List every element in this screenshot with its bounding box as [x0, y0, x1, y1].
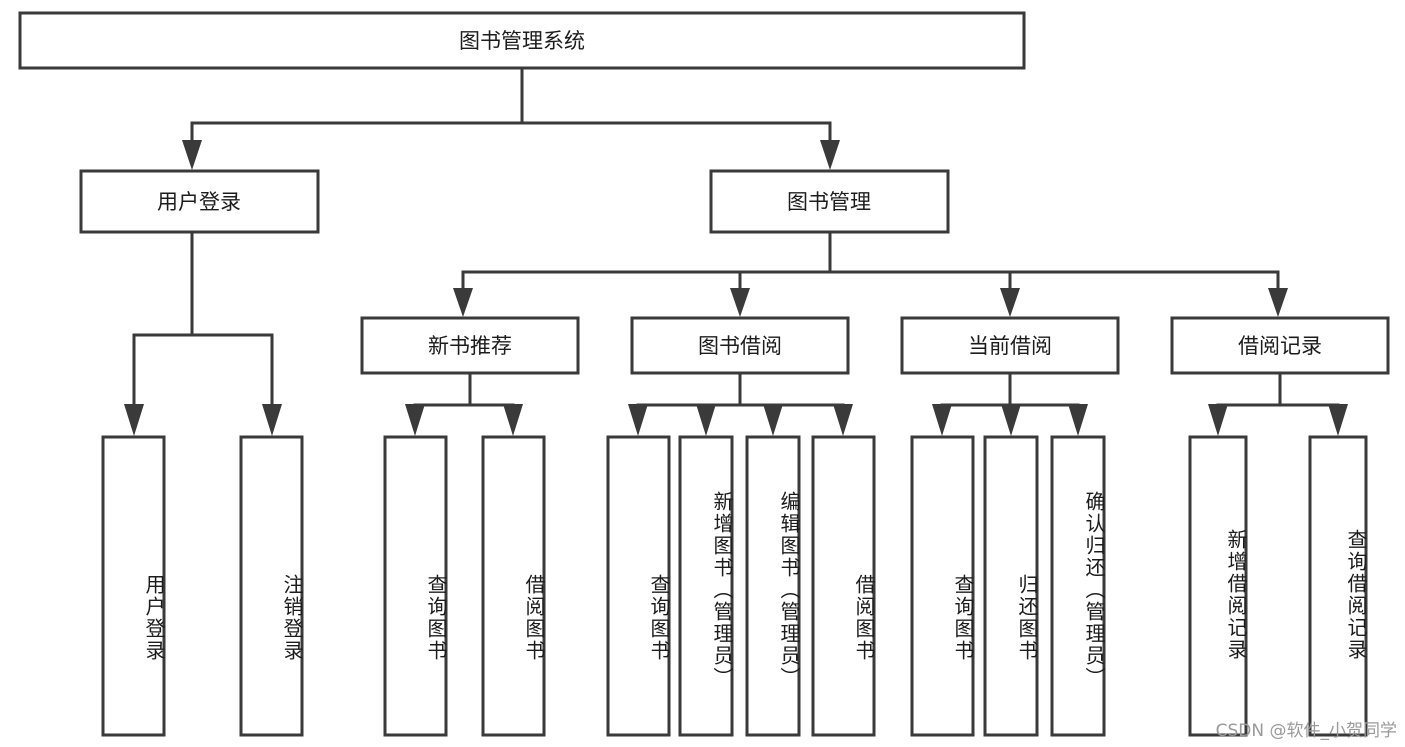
- arrow-bookborrow-leaf-2: [696, 404, 716, 436]
- arrow-bookborrow-leaf-4: [833, 404, 853, 436]
- node-current-borrow[interactable]: 当前借阅: [900, 316, 1120, 375]
- connector-group-borrowrecord: [1208, 371, 1348, 436]
- arrow-root-to-bookmanage: [820, 140, 840, 170]
- leaf-edit-book-box[interactable]: [745, 435, 801, 737]
- leaf-query-book-3-box[interactable]: [910, 435, 975, 737]
- leaf-query-book-1-box[interactable]: [383, 435, 448, 737]
- leaf-query-book-2-box[interactable]: [606, 435, 671, 737]
- book-manage-box[interactable]: [709, 169, 950, 234]
- user-login-label: 用户登录: [157, 190, 241, 214]
- root-label: 图书管理系统: [459, 29, 585, 53]
- arrow-currentborrow-leaf-1: [932, 404, 952, 436]
- leaf-user-login-box[interactable]: [101, 435, 166, 737]
- node-book-borrow[interactable]: 图书借阅: [630, 316, 850, 375]
- root-box[interactable]: [18, 11, 1026, 70]
- book-manage-label: 图书管理: [787, 190, 871, 214]
- connector-group-userlogin: [124, 230, 282, 436]
- arrow-bookmanage-book-borrow: [730, 288, 750, 317]
- arrow-currentborrow-leaf-2: [1001, 404, 1021, 436]
- arrow-currentborrow-leaf-3: [1068, 404, 1088, 436]
- connector-group-newbookrec: [405, 371, 523, 436]
- leaf-borrow-book-2-box[interactable]: [811, 435, 876, 737]
- node-new-book-rec[interactable]: 新书推荐: [360, 316, 580, 375]
- leaf-boxes: [101, 435, 1368, 737]
- arrow-newbookrec-leaf-1: [405, 404, 425, 436]
- leaf-add-record-box[interactable]: [1188, 435, 1248, 737]
- leaf-user-logout-box[interactable]: [239, 435, 304, 737]
- csdn-watermark: CSDN @软件_小贺同学: [1215, 721, 1397, 741]
- arrow-bookmanage-new-book-rec: [453, 288, 473, 317]
- connector-group-root: [182, 66, 840, 170]
- arrow-borrowrecord-leaf-1: [1208, 404, 1228, 436]
- leaf-confirm-return-box[interactable]: [1050, 435, 1106, 737]
- arrow-userlogin-leaf-1: [124, 404, 144, 436]
- node-user-login[interactable]: 用户登录: [79, 169, 320, 234]
- arrow-borrowrecord-leaf-2: [1328, 404, 1348, 436]
- node-root[interactable]: 图书管理系统: [18, 11, 1026, 70]
- leaf-add-book-box[interactable]: [678, 435, 734, 737]
- arrow-bookmanage-borrow-record: [1268, 288, 1288, 317]
- connector-group-currentborrow: [932, 371, 1088, 436]
- node-borrow-record[interactable]: 借阅记录: [1170, 316, 1390, 375]
- book-borrow-label: 图书借阅: [698, 334, 782, 358]
- new-book-rec-label: 新书推荐: [428, 334, 512, 358]
- connector-group-bookborrow: [628, 371, 853, 436]
- arrow-newbookrec-leaf-2: [503, 404, 523, 436]
- leaf-query-record-box[interactable]: [1308, 435, 1368, 737]
- connector-group-bookmanage: [453, 230, 1288, 317]
- leaf-return-book-box[interactable]: [983, 435, 1039, 737]
- arrow-bookborrow-leaf-1: [628, 404, 648, 436]
- arrow-userlogin-leaf-2: [262, 404, 282, 436]
- current-borrow-label: 当前借阅: [968, 334, 1052, 358]
- leaf-borrow-book-1-box[interactable]: [481, 435, 546, 737]
- new-book-rec-box[interactable]: [360, 316, 580, 375]
- current-borrow-box[interactable]: [900, 316, 1120, 375]
- book-borrow-box[interactable]: [630, 316, 850, 375]
- borrow-record-label: 借阅记录: [1238, 334, 1322, 358]
- arrow-bookmanage-current-borrow: [1000, 288, 1020, 317]
- arrow-root-to-userlogin: [182, 140, 202, 170]
- user-login-box[interactable]: [79, 169, 320, 234]
- node-book-manage[interactable]: 图书管理: [709, 169, 950, 234]
- borrow-record-box[interactable]: [1170, 316, 1390, 375]
- arrow-bookborrow-leaf-3: [763, 404, 783, 436]
